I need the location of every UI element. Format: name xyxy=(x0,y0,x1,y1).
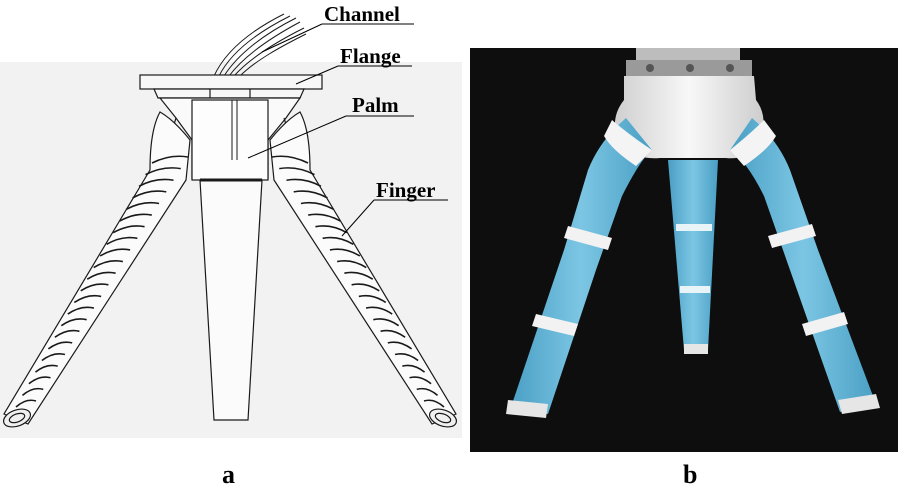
finger-rib xyxy=(387,341,413,350)
finger-rib xyxy=(271,155,309,164)
finger-rib xyxy=(380,329,406,338)
photo-middle-finger xyxy=(668,160,718,354)
finger-rib xyxy=(373,318,400,327)
finger-rib xyxy=(365,306,393,315)
finger-rib xyxy=(54,329,80,338)
finger-rib xyxy=(132,190,167,199)
finger-rib xyxy=(409,376,432,385)
label-finger: Finger xyxy=(376,178,435,202)
channel-tubes xyxy=(213,13,307,77)
finger-rib xyxy=(86,271,116,280)
finger-rib xyxy=(60,318,87,327)
finger-rib xyxy=(67,306,95,315)
finger-rib xyxy=(394,352,419,362)
panel-a-drawing: Channel Flange Palm Finger xyxy=(0,2,462,438)
middle-finger xyxy=(199,178,263,421)
finger-rib xyxy=(293,190,328,199)
finger-rib xyxy=(28,376,51,385)
finger-rib xyxy=(80,283,109,292)
finger-rib xyxy=(300,201,335,211)
photo-left-finger xyxy=(506,118,652,418)
finger-rib xyxy=(106,236,138,246)
photo-right-finger xyxy=(730,118,880,414)
finger-rib xyxy=(351,283,380,292)
finger-rib xyxy=(47,341,73,350)
finger-rib xyxy=(93,260,124,269)
caption-a: a xyxy=(222,460,235,489)
flange xyxy=(139,74,323,99)
finger-rib xyxy=(402,364,426,373)
label-flange: Flange xyxy=(340,44,401,68)
finger-rib xyxy=(34,364,58,373)
finger-rib xyxy=(145,167,181,176)
label-channel: Channel xyxy=(324,2,400,26)
finger-rib xyxy=(138,178,174,187)
finger-rib xyxy=(125,201,160,211)
finger-rib xyxy=(15,399,37,408)
finger-rib xyxy=(112,225,145,234)
finger-rib xyxy=(336,260,367,269)
finger-rib xyxy=(21,387,44,396)
finger-rib xyxy=(322,236,354,246)
finger-rib xyxy=(329,248,361,257)
finger-rib xyxy=(423,399,445,408)
panel-b-photo xyxy=(470,48,898,452)
finger-rib xyxy=(41,352,66,362)
caption-b: b xyxy=(683,460,697,489)
leader-lines xyxy=(247,23,448,237)
finger-rib xyxy=(151,155,189,164)
left-finger xyxy=(2,111,191,428)
finger-rib xyxy=(308,213,341,222)
finger-rib xyxy=(344,271,374,280)
finger-rib xyxy=(99,248,131,257)
finger-rib xyxy=(416,387,439,396)
finger-rib xyxy=(119,213,152,222)
finger-rib xyxy=(279,167,315,176)
mount-hardware xyxy=(626,48,752,76)
finger-rib xyxy=(358,294,387,304)
finger-rib xyxy=(315,225,348,234)
right-finger xyxy=(269,111,458,428)
finger-rib xyxy=(73,294,102,304)
palm xyxy=(158,97,302,181)
photo-palm xyxy=(614,76,764,159)
label-palm: Palm xyxy=(352,93,399,117)
finger-rib xyxy=(286,178,322,187)
